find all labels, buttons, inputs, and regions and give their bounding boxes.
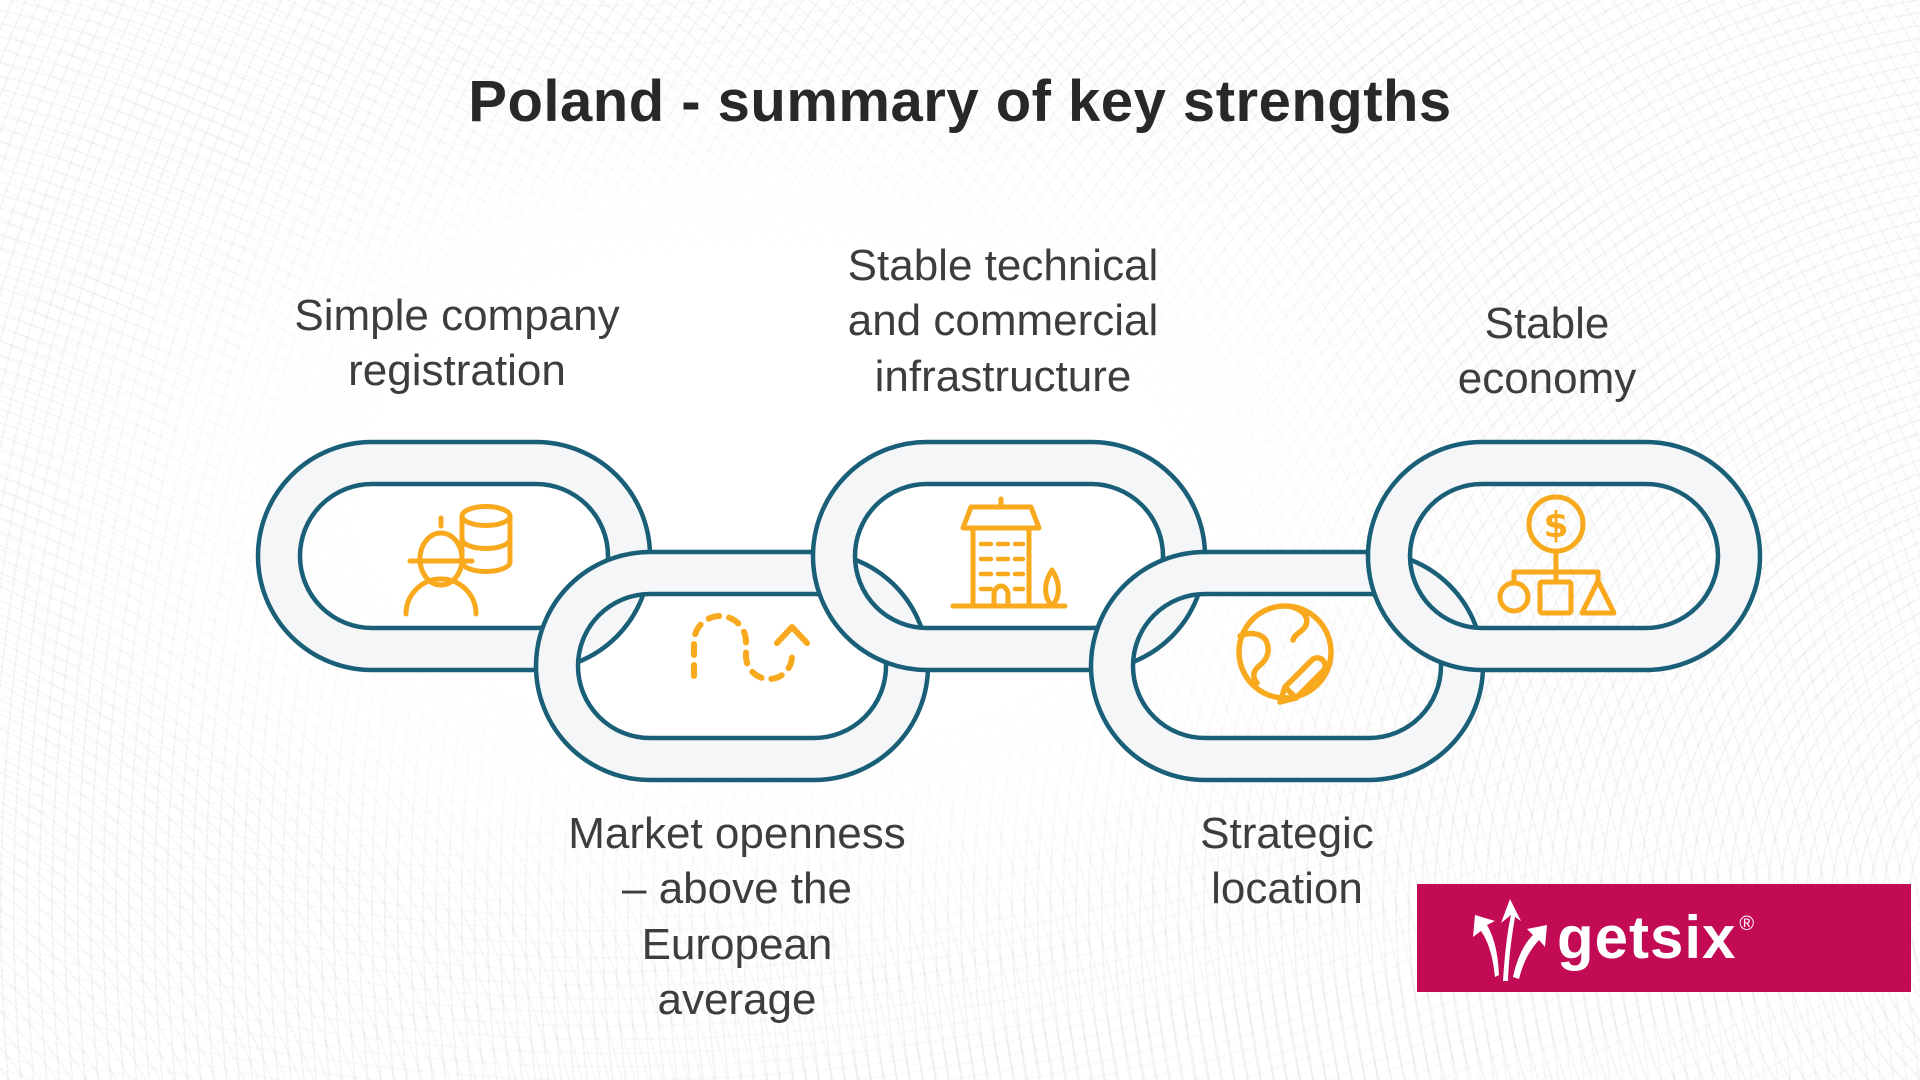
getsix-logo-text: getsix®: [1557, 904, 1756, 971]
label-stable-infrastructure: Stable technical and commercial infrastr…: [847, 241, 1159, 401]
label-market-openness: Market openness – above the European ave…: [568, 809, 906, 1025]
chain-link-2: [533, 549, 931, 783]
coin-org-chart-icon: $: [1497, 494, 1617, 616]
chain-link-5: [1365, 439, 1763, 673]
dollar-sign-glyph: $: [1543, 505, 1568, 546]
chain-link-4: [1088, 549, 1486, 783]
globe-and-pencil-icon: [1236, 603, 1334, 705]
label-stable-economy: Stable economy: [1457, 299, 1637, 404]
chain-link-1: [255, 439, 653, 673]
getsix-logo: getsix®: [1417, 884, 1911, 992]
page-title: Poland - summary of key strengths: [468, 69, 1452, 134]
label-simple-company-registration: Simple company registration: [294, 291, 620, 396]
curved-dashed-arrow-icon: [691, 613, 810, 682]
registered-trademark: ®: [1739, 913, 1756, 935]
chain-link-3: [810, 439, 1208, 673]
getsix-logo-arrows-icon: [1473, 899, 1547, 981]
engineer-and-coins-icon: [403, 504, 513, 617]
office-building-icon: [950, 496, 1068, 609]
